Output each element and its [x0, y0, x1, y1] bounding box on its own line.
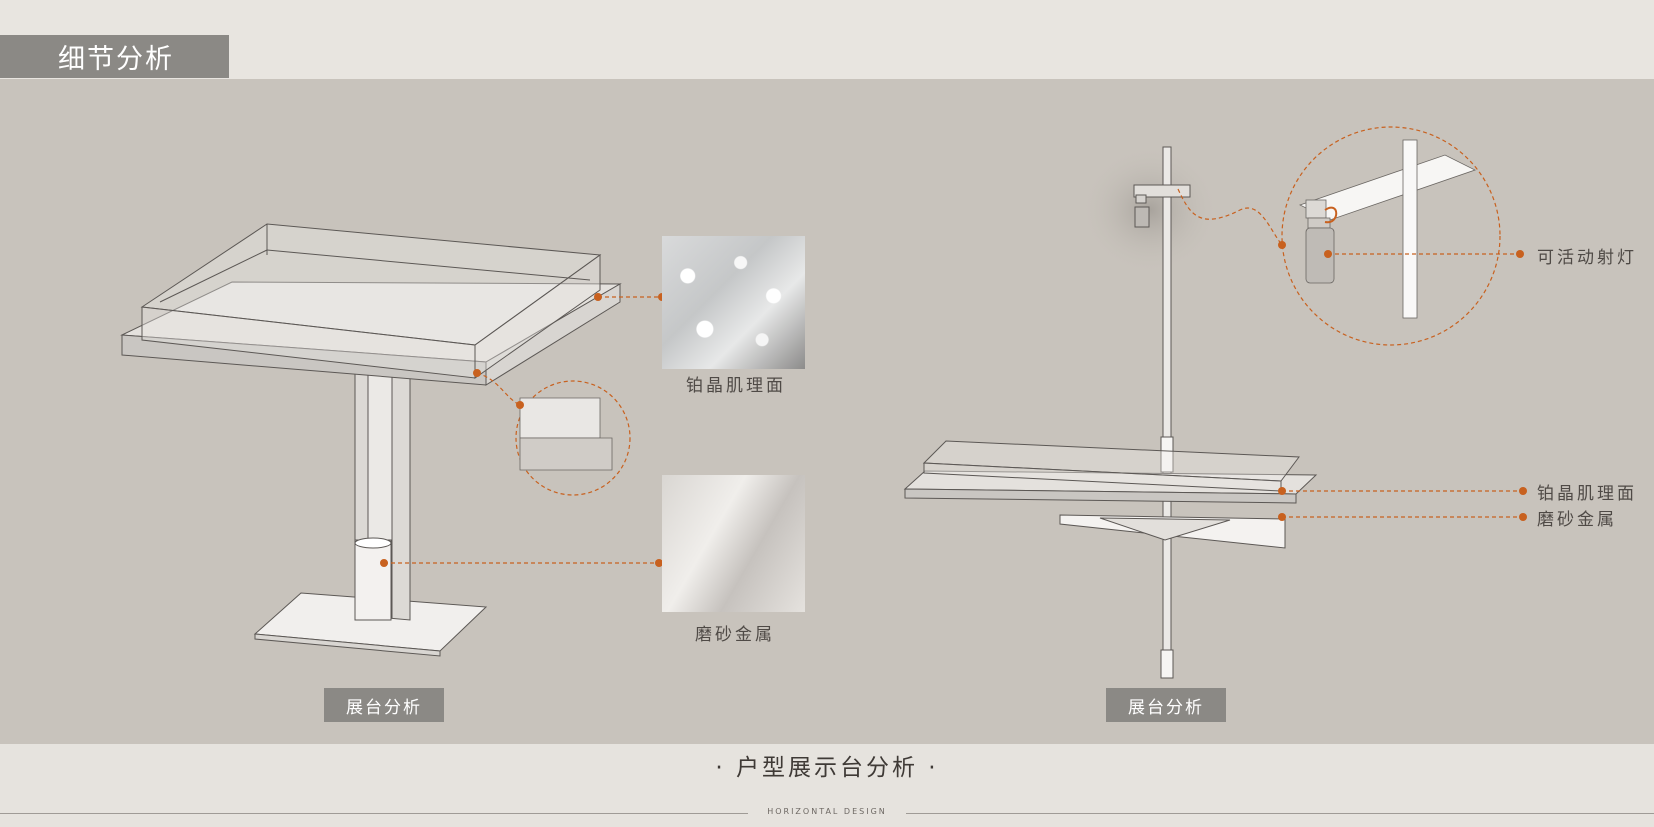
right-detail-circle — [1281, 126, 1501, 346]
left-callouts — [384, 296, 662, 564]
left-section-label: 展台分析 — [324, 688, 444, 722]
right-display-stand — [903, 145, 1318, 679]
metal-swatch — [662, 475, 805, 612]
right-metal-label: 磨砂金属 — [1537, 510, 1617, 530]
left-detail-circle — [515, 380, 631, 496]
left-texture-label: 铂晶肌理面 — [686, 376, 786, 396]
left-display-table — [120, 223, 622, 657]
footer-title: · 户型展示台分析 · — [715, 755, 939, 781]
top-band — [0, 0, 1654, 79]
right-callout-dots — [1278, 241, 1527, 521]
footer-rule-left — [0, 813, 748, 814]
footer-rule-right — [906, 813, 1654, 814]
right-callouts — [1177, 188, 1523, 518]
right-texture-label: 铂晶肌理面 — [1537, 484, 1637, 504]
right-section-label: 展台分析 — [1106, 688, 1226, 722]
left-metal-label: 磨砂金属 — [695, 625, 775, 645]
footer-brand: HORIZONTAL DESIGN — [767, 807, 887, 816]
texture-swatch — [662, 236, 805, 369]
right-light-label: 可活动射灯 — [1537, 248, 1637, 268]
page-title: 细节分析 — [0, 35, 229, 78]
